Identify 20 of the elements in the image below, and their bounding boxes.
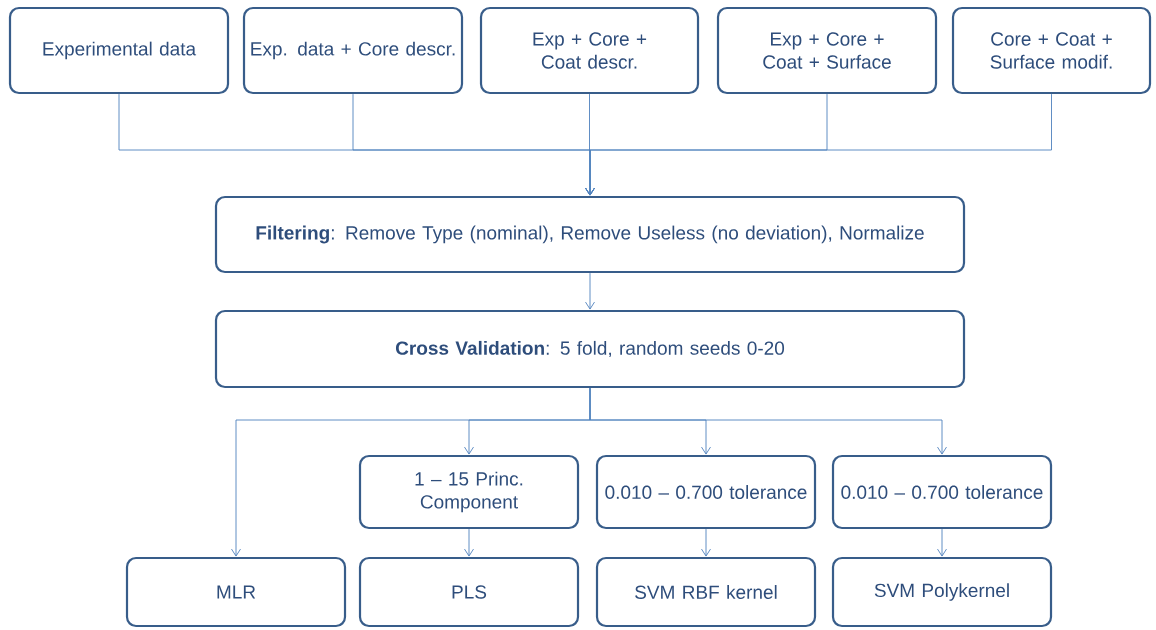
parameter-box: 1 – 15 Princ. Component (358, 454, 580, 530)
data-set-box: Exp + Core + Coat descr. (479, 6, 700, 95)
arrow (585, 272, 595, 310)
arrow (937, 528, 947, 557)
data-set-box: Exp + Core + Coat + Surface (716, 6, 938, 95)
data-set-box: Core + Coat + Surface modif. (951, 6, 1152, 95)
arrow (589, 387, 947, 455)
arrow (464, 528, 474, 557)
validation-step-box: Cross Validation: 5 fold, random seeds 0-20 (214, 309, 966, 389)
model-box: SVM RBF kernel (595, 556, 817, 628)
arrow (701, 528, 711, 557)
parameter-box: 0.010 – 0.700 tolerance (595, 454, 817, 530)
data-set-box: Experimental data (8, 6, 230, 95)
data-set-box: Exp. data + Core descr. (242, 6, 464, 95)
parameter-box: 0.010 – 0.700 tolerance (831, 454, 1053, 530)
model-box: PLS (358, 556, 580, 628)
arrow (585, 93, 1052, 196)
model-box: SVM Polykernel (831, 556, 1053, 628)
filter-step-box: Filtering: Remove Type (nominal), Remove Useless (no deviation), Normalize (214, 195, 966, 274)
model-box: MLR (125, 556, 347, 628)
